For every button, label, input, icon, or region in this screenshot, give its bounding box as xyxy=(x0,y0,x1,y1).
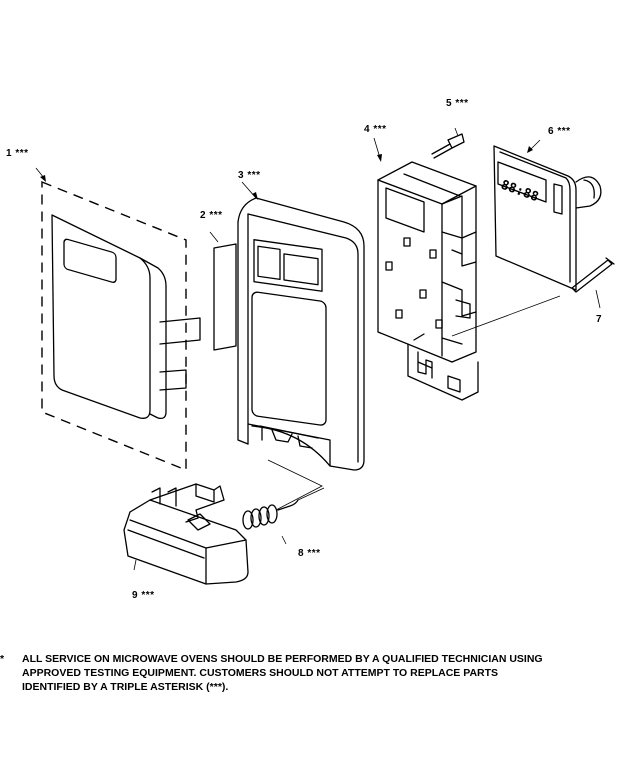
callout-label-2: 2 *** xyxy=(200,210,223,221)
callout-label-9: 9 *** xyxy=(132,590,155,601)
note-line-2: APPROVED TESTING EQUIPMENT. CUSTOMERS SH… xyxy=(22,667,499,679)
callout-label-6: 6 *** xyxy=(548,126,571,137)
callout-label-1: 1 *** xyxy=(6,148,29,159)
callout-label-7: 7 xyxy=(596,314,603,325)
part-9-latch-base xyxy=(123,483,249,585)
part-4-control-bracket xyxy=(377,161,479,401)
callout-label-4: 4 *** xyxy=(364,124,387,135)
callout-arrows xyxy=(35,137,541,200)
note-marker: * xyxy=(0,653,5,665)
part-8-spring xyxy=(242,487,325,545)
part-3-control-panel-frame xyxy=(237,197,365,511)
part-7-long-screw xyxy=(451,257,615,337)
part-6-display-board xyxy=(493,145,602,291)
callout-label-3: 3 *** xyxy=(238,170,261,181)
display-digits: 88:88 xyxy=(499,178,541,206)
part-1-membrane-panel xyxy=(41,180,201,472)
note-line-3: IDENTIFIED BY A TRIPLE ASTERISK (***). xyxy=(22,681,229,693)
part-2-window-strip xyxy=(209,231,237,351)
service-note: * ALL SERVICE ON MICROWAVE OVENS SHOULD … xyxy=(0,652,620,694)
note-line-1: ALL SERVICE ON MICROWAVE OVENS SHOULD BE… xyxy=(22,653,543,665)
part-5-screw xyxy=(431,127,465,159)
callout-label-8: 8 *** xyxy=(298,548,321,559)
callout-label-5: 5 *** xyxy=(446,98,469,109)
